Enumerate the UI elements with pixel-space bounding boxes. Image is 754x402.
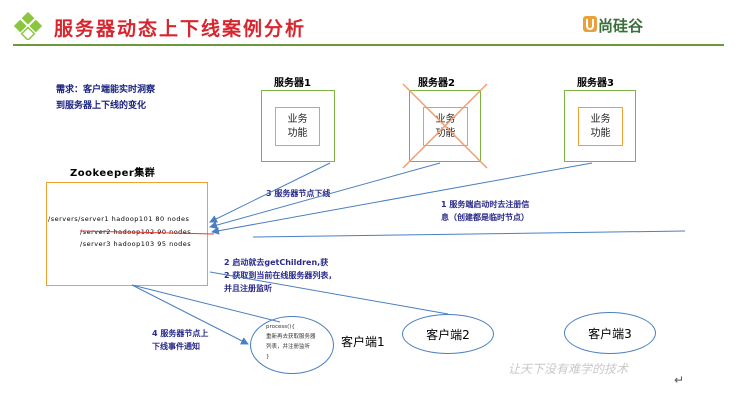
server-3-box: 业务功能 xyxy=(564,90,636,162)
offline-cross-line-2 xyxy=(402,83,488,169)
watermark: 让天下没有难学的技术 xyxy=(508,362,629,376)
notify-arrow xyxy=(131,284,249,345)
server-1-box: 业务功能 xyxy=(261,90,335,162)
get-children-note-line-1: 2 启动就去getChildren,获 xyxy=(224,258,329,267)
title-divider xyxy=(13,44,724,46)
server-2-func-line-1: 业务 xyxy=(435,113,456,125)
client-1-bubble xyxy=(250,316,334,374)
get-children-note-line-2: 2 获取到当前在线服务器列表， xyxy=(224,271,337,280)
register-line xyxy=(252,230,686,238)
offline-note: 3 服务器节点下线 xyxy=(266,189,331,198)
get-children-note-line-3: 并且注册监听 xyxy=(224,284,272,293)
server1-arrow xyxy=(209,162,331,223)
zk-node-server1: /servers/server1 hadoop101 80 nodes xyxy=(48,215,190,223)
register-note: 1 服务端启动时去注册信 息（创建都是临时节点） xyxy=(441,198,529,224)
brand-logo-icon xyxy=(583,16,597,32)
notify-note-line-2: 下线事件通知 xyxy=(152,342,200,351)
title-bar: 服务器动态上下线案例分析 尚硅谷 xyxy=(0,0,754,52)
page-title: 服务器动态上下线案例分析 xyxy=(54,18,307,40)
server3-arrow xyxy=(211,162,593,235)
brand-name: 尚硅谷 xyxy=(598,17,644,35)
get-children-note: 2 启动就去getChildren,获 2 获取到当前在线服务器列表， 并且注册… xyxy=(224,256,336,295)
client-2-bubble: 客户端2 xyxy=(402,314,494,354)
code-line-1: process(){ xyxy=(266,324,295,330)
code-line-3: 列表，并注册监听 xyxy=(266,344,311,350)
zk-node-server3: /server3 hadoop103 95 nodes xyxy=(80,240,192,248)
requirement-line-2: 到服务器上下线的变化 xyxy=(56,101,147,111)
logo-diamond-icon xyxy=(14,12,42,40)
server-2-label: 服务器2 xyxy=(418,78,455,89)
client-1-label: 客户端1 xyxy=(341,335,385,349)
server-1-func-box: 业务功能 xyxy=(275,107,320,146)
requirement-text: 需求：客户端能实时洞察 到服务器上下线的变化 xyxy=(56,82,155,114)
client-1-code: process(){ 重新再去获取服务器 列表，并注册监听 } xyxy=(266,322,316,362)
server-3-label: 服务器3 xyxy=(577,78,614,89)
server-3-func-line-1: 业务 xyxy=(590,113,611,125)
zookeeper-label: Zookeeper集群 xyxy=(70,168,156,179)
client-3-label: 客户端3 xyxy=(588,326,632,341)
client-2-label: 客户端2 xyxy=(426,327,470,342)
notify-note-line-1: 4 服务器节点上 xyxy=(152,329,209,338)
server-1-func-line-1: 业务 xyxy=(287,113,308,125)
client1-link-line xyxy=(131,284,281,323)
requirement-line-1: 需求：客户端能实时洞察 xyxy=(56,85,156,95)
return-mark: ↵ xyxy=(674,373,685,387)
server2-arrow xyxy=(209,162,441,229)
notify-note: 4 服务器节点上 下线事件通知 xyxy=(152,327,208,353)
register-note-line-2: 息（创建都是临时节点） xyxy=(441,213,529,222)
server-2-func-line-2: 功能 xyxy=(435,127,456,139)
server-1-label: 服务器1 xyxy=(274,78,311,89)
client2-link-line xyxy=(209,271,449,315)
code-line-4: } xyxy=(266,354,270,360)
code-line-2: 重新再去获取服务器 xyxy=(266,334,316,340)
server-3-func-box: 业务功能 xyxy=(578,107,623,146)
server-3-func-line-2: 功能 xyxy=(590,127,611,139)
register-note-line-1: 1 服务端启动时去注册信 xyxy=(441,200,530,209)
client-3-bubble: 客户端3 xyxy=(564,312,656,354)
server-1-func-line-2: 功能 xyxy=(287,127,308,139)
server2-strike-line xyxy=(79,230,215,235)
